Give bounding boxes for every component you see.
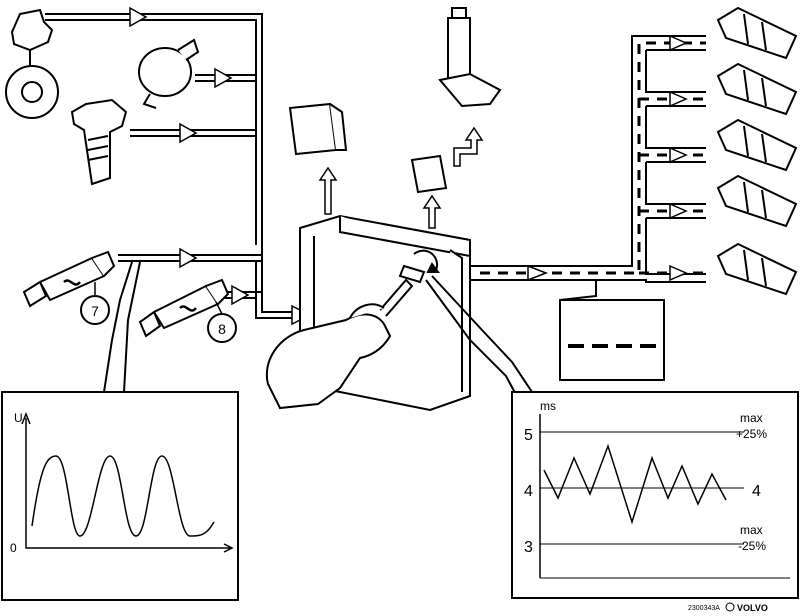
air-mass-meter [70,98,128,186]
rotate-arrow-icon [413,249,439,271]
arrow-right-icon [669,90,688,108]
axis-arrow-icon [21,411,31,425]
signal-y-axis-label: U [14,411,23,425]
arrow-right-icon [669,264,688,282]
arrow-right-icon [179,122,198,144]
waveform-trace [31,455,215,537]
injectors [716,6,798,296]
injector-2 [716,62,798,116]
arrow-right-icon [669,34,688,52]
mid-value-label: 4 [752,483,761,500]
signal-inset [1,391,239,601]
timing-trace [543,443,727,525]
callout-8: 8 [218,321,226,337]
arrow-up-icon [422,194,442,229]
tick-4: 4 [524,483,533,500]
signal-origin-label: 0 [10,541,17,555]
hand-screwdriver [265,278,414,410]
lower-max-label: max [740,523,763,537]
figure-code: 2300343A [688,605,720,612]
fuel-pump [438,7,502,108]
brand-label: VOLVO [737,603,768,613]
callout-7: 7 [91,303,99,319]
axis-arrow-icon [223,543,234,553]
lower-pct-label: -25% [738,539,766,553]
tick-3: 3 [524,539,533,556]
oxygen-sensor-8 [138,278,237,343]
arrow-right-icon [231,284,250,306]
adjust-screw [398,249,440,284]
rpm-sensor [5,8,59,119]
oxygen-sensor-7 [22,250,116,325]
leader-lines [103,261,533,403]
arrow-right-icon [129,6,148,28]
bus-arrows [129,6,312,326]
pulse-scope [559,280,665,381]
signal-bus [45,13,300,319]
injector-bus [470,35,706,283]
injector-3 [716,118,798,172]
arrow-right-icon [669,202,688,220]
timing-unit-label: ms [540,399,556,413]
main-relay [288,102,348,156]
arrow-right-icon [527,264,549,282]
tick-5: 5 [524,427,533,444]
upper-max-label: max [740,411,763,425]
arrow-right-icon [669,146,688,164]
fuel-pump-relay [410,154,448,194]
arrow-right-icon [214,67,233,89]
injector-5 [716,242,798,296]
arrow-right-icon [179,247,198,269]
injector-arrows [527,34,688,282]
injector-4 [716,174,798,228]
arrow-up-icon [318,166,338,215]
injector-1 [716,6,798,60]
timing-inset [511,391,799,599]
arrow-up-icon [453,126,484,167]
copyright-icon [725,602,735,612]
throttle-sensor [138,38,200,109]
upper-pct-label: +25% [736,427,767,441]
